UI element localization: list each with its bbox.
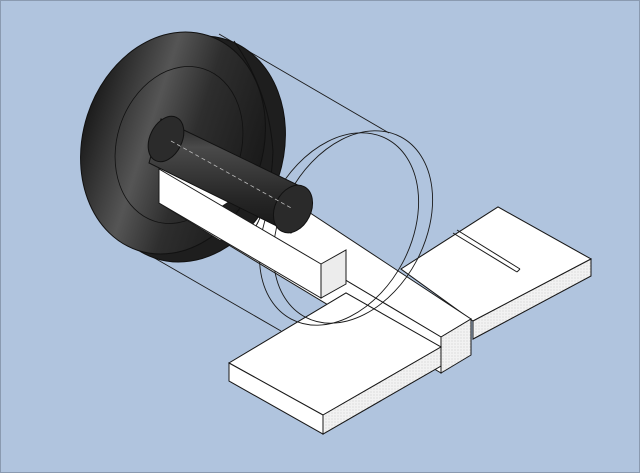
block-right	[400, 206, 593, 340]
block-left	[227, 292, 443, 435]
ghost-ring	[150, 33, 434, 332]
shaft	[147, 115, 314, 234]
